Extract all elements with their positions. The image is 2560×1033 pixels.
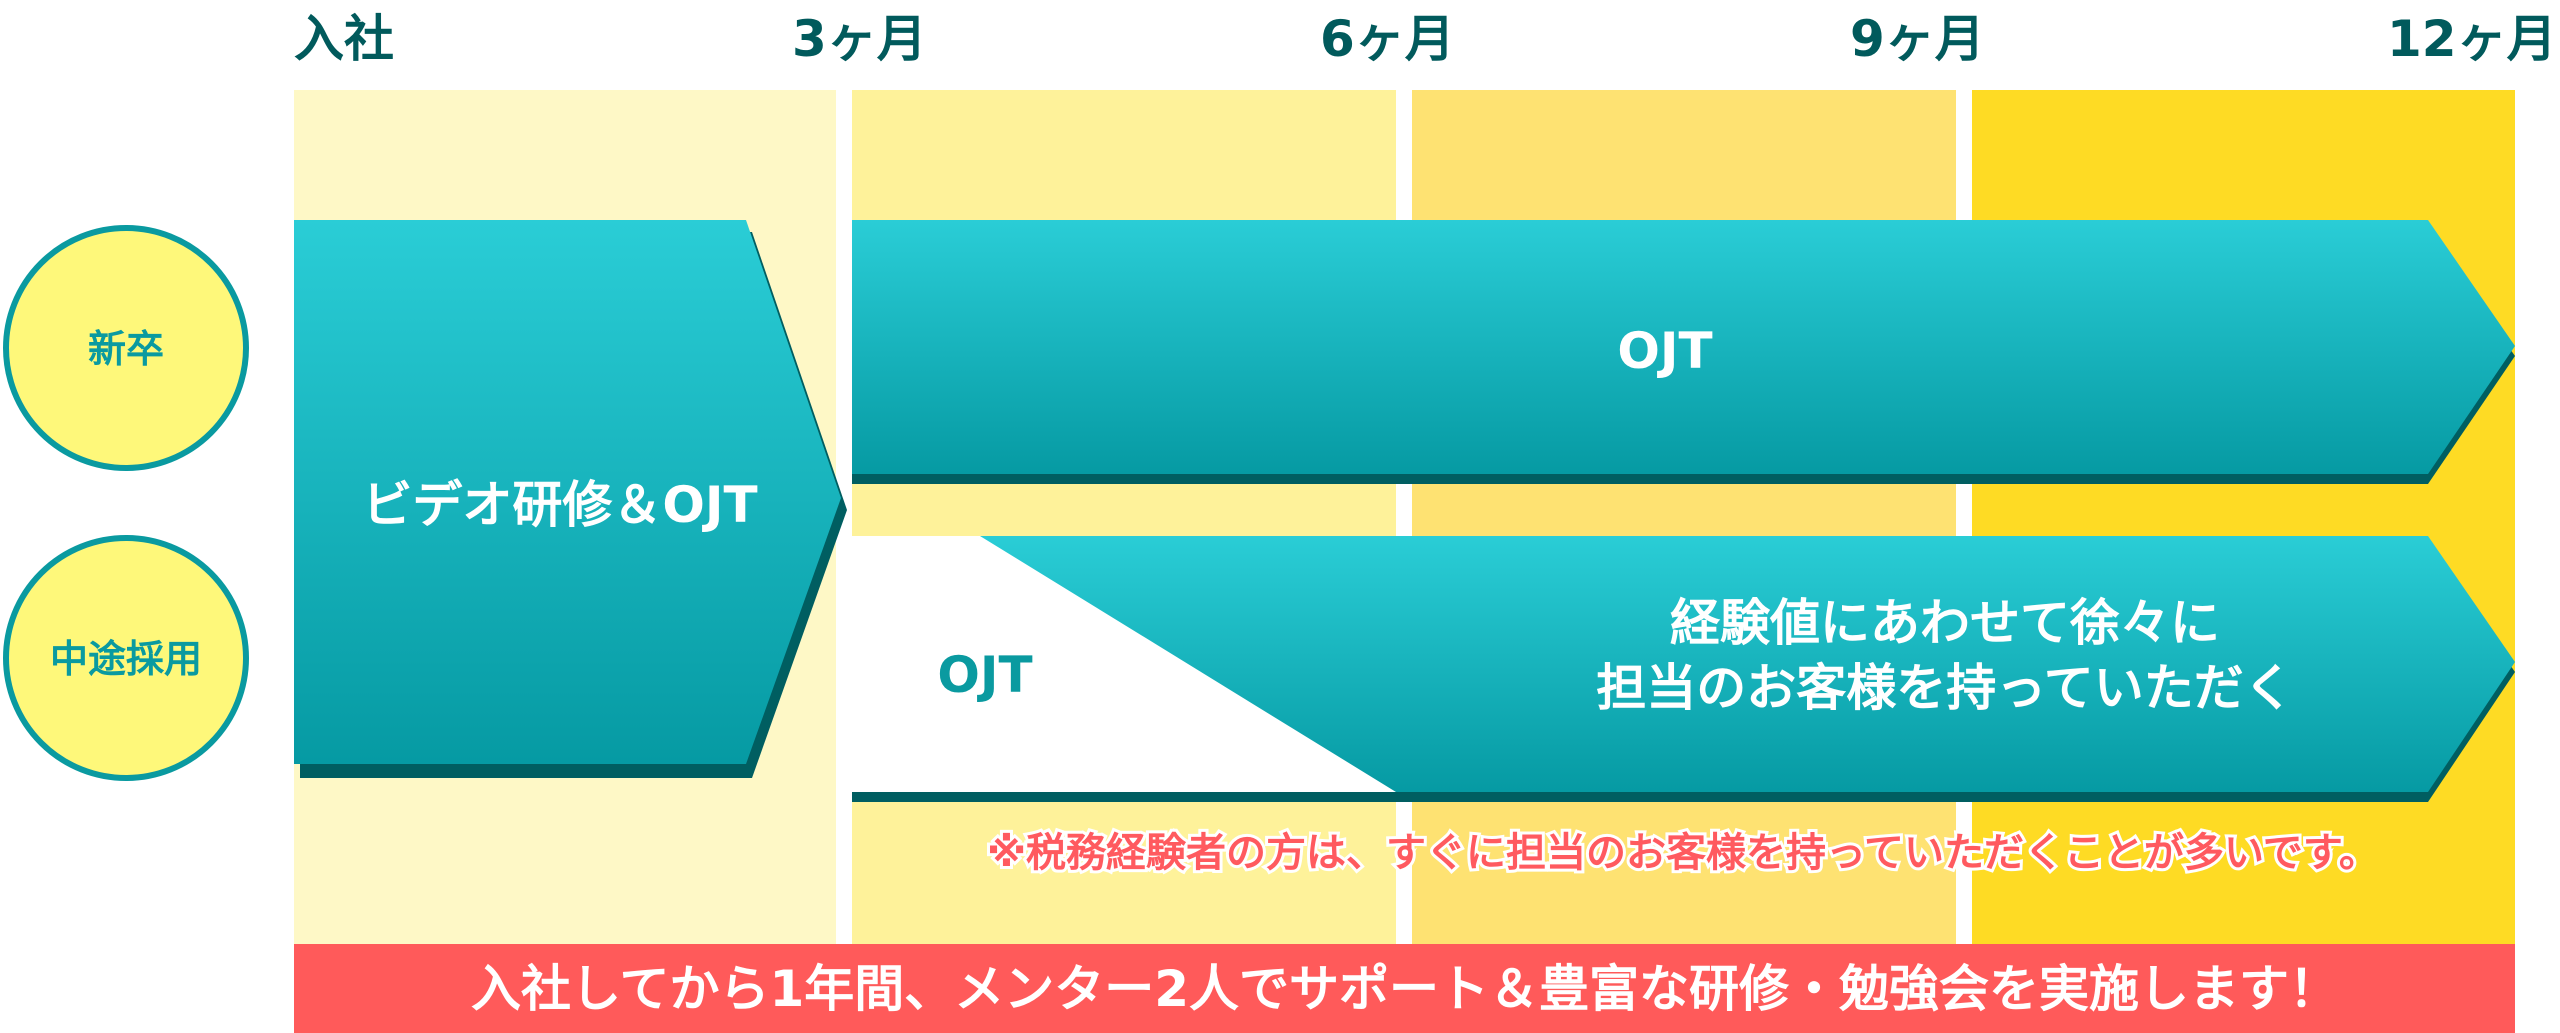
label-join: 入社 xyxy=(294,10,394,68)
new-grad-ojt-arrow xyxy=(852,220,2515,474)
period-3-6-months xyxy=(852,90,1396,945)
new-grad-ojt-label: OJT xyxy=(1617,322,1712,380)
summary-banner-text: 入社してから1年間、メンター2人でサポート＆豊富な研修・勉強会を実施します！ xyxy=(471,960,2339,1018)
label-12-months: 12ヶ月 xyxy=(2387,10,2557,68)
mid-career-label: 中途採用 xyxy=(50,637,202,681)
period-6-9-months xyxy=(1412,90,1956,945)
label-9-months: 9ヶ月 xyxy=(1850,10,1985,68)
mid-career-line2: 担当のお客様を持っていただく xyxy=(1596,659,2294,717)
initial-phase-arrow xyxy=(294,220,841,764)
mid-career-circle xyxy=(3,535,249,781)
mid-career-arrow xyxy=(980,536,2515,792)
new-grad-label: 新卒 xyxy=(88,327,164,371)
label-6-months: 6ヶ月 xyxy=(1320,10,1455,68)
mid-career-ojt-label: OJT xyxy=(937,646,1032,704)
label-3-months: 3ヶ月 xyxy=(792,10,927,68)
mid-career-line1: 経験値にあわせて徐々に xyxy=(1670,594,2220,652)
summary-banner xyxy=(294,944,2515,1033)
period-9-12-months xyxy=(1972,90,2515,945)
initial-phase-label: ビデオ研修＆OJT xyxy=(362,476,757,534)
new-grad-circle xyxy=(3,225,249,471)
experienced-note: ※税務経験者の方は、すぐに担当のお客様を持っていただくことが多いです。 xyxy=(987,830,2379,876)
